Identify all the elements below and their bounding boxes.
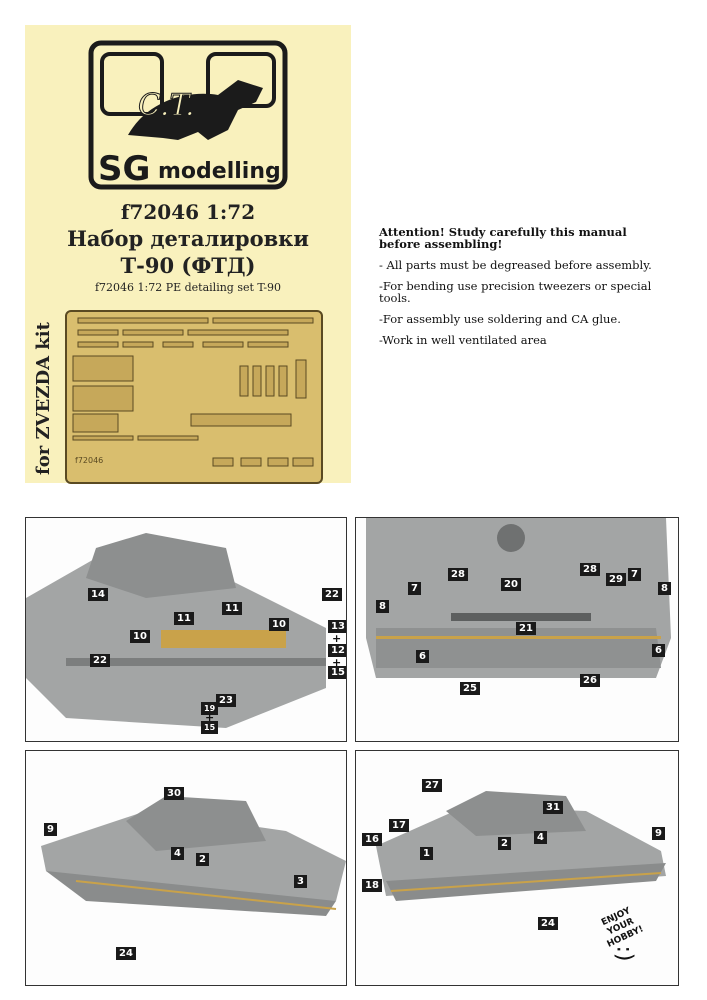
callout: 7 xyxy=(408,582,421,595)
callout: 8 xyxy=(376,600,389,613)
plus-sign: + xyxy=(332,632,342,645)
callout: 10 xyxy=(269,618,289,631)
svg-text:SG: SG xyxy=(98,149,150,189)
callout: 15 xyxy=(201,721,219,734)
note-item: -For assembly use soldering and CA glue. xyxy=(379,312,621,326)
note-item: - All parts must be degreased before ass… xyxy=(379,258,652,272)
callout: 26 xyxy=(580,674,600,687)
tank-model-photo xyxy=(41,796,346,916)
sg-modelling-logo: C.T. SG modelling xyxy=(88,40,288,190)
assembly-photo-4: 27 31 17 16 4 2 1 9 18 24 ENJOY YOUR HOB… xyxy=(355,750,679,986)
callout: 8 xyxy=(658,582,671,595)
callout: 25 xyxy=(460,682,480,695)
callout: 2 xyxy=(196,853,209,866)
callout: 22 xyxy=(322,588,342,601)
callout: 9 xyxy=(652,827,665,840)
callout: 28 xyxy=(580,563,600,576)
svg-text:C.T.: C.T. xyxy=(138,88,195,123)
callout: 29 xyxy=(606,573,626,586)
callout: 6 xyxy=(416,650,429,663)
callout: 4 xyxy=(534,831,547,844)
callout: 24 xyxy=(538,917,558,930)
callout: 16 xyxy=(362,833,382,846)
plus-sign: + xyxy=(332,656,342,669)
attention-notes: Attention! Study carefully this manual b… xyxy=(379,226,659,355)
callout: 11 xyxy=(174,612,194,625)
svg-text:f72046: f72046 xyxy=(75,456,103,465)
callout: 13 xyxy=(328,620,346,633)
callout: 22 xyxy=(90,654,110,667)
callout: 1 xyxy=(420,847,433,860)
smiley-icon: :) xyxy=(611,945,637,962)
assembly-photo-1: 14 11 11 22 10 10 22 13 + 12 + 15 23 19 … xyxy=(25,517,347,742)
tank-model-photo xyxy=(26,533,326,728)
callout: 27 xyxy=(422,779,442,792)
callout: 20 xyxy=(501,578,521,591)
callout: 6 xyxy=(652,644,665,657)
svg-text:modelling: modelling xyxy=(158,159,281,184)
callout: 3 xyxy=(294,875,307,888)
kit-note: for ZVEZDA kit xyxy=(33,322,54,475)
tank-model-photo xyxy=(366,518,671,678)
attention-heading: Attention! Study carefully this manual b… xyxy=(379,225,627,251)
subtitle-ru: Т-90 (ФТД) xyxy=(120,253,256,278)
assembly-photo-2: 28 20 28 29 7 7 8 8 21 6 6 25 26 xyxy=(355,517,679,742)
callout: 14 xyxy=(88,588,108,601)
callout: 19 xyxy=(201,702,219,715)
callout: 28 xyxy=(448,568,468,581)
title-en: f72046 1:72 PE detailing set T-90 xyxy=(94,281,282,294)
callout: 11 xyxy=(222,602,242,615)
pe-fret-image: f72046 xyxy=(65,310,323,484)
callout: 10 xyxy=(130,630,150,643)
callout: 24 xyxy=(116,947,136,960)
callout: 9 xyxy=(44,823,57,836)
callout: 4 xyxy=(171,847,184,860)
callout: 18 xyxy=(362,879,382,892)
plus-sign: + xyxy=(205,711,215,724)
note-item: -For bending use precision tweezers or s… xyxy=(379,279,652,305)
title-ru: Набор деталировки xyxy=(67,226,309,251)
callout: 2 xyxy=(498,837,511,850)
header-panel: C.T. SG modelling f72046 1:72 Набор дета… xyxy=(25,25,351,484)
callout: 30 xyxy=(164,787,184,800)
callout: 12 xyxy=(328,644,346,657)
callout: 31 xyxy=(543,801,563,814)
product-code: f72046 1:72 xyxy=(120,200,256,224)
assembly-photo-3: 30 9 4 2 3 24 xyxy=(25,750,347,986)
callout: 23 xyxy=(216,694,236,707)
callout: 15 xyxy=(328,666,346,679)
note-item: -Work in well ventilated area xyxy=(379,333,547,347)
callout: 7 xyxy=(628,568,641,581)
callout: 21 xyxy=(516,622,536,635)
tank-model-photo xyxy=(376,791,666,901)
callout: 17 xyxy=(389,819,409,832)
